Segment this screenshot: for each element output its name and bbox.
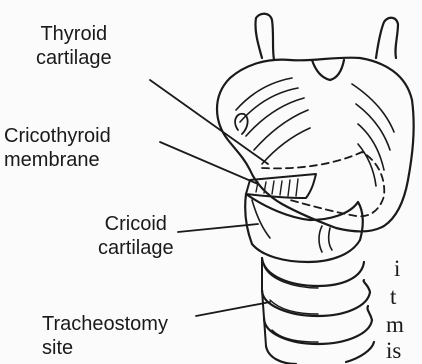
thyroid-cartilage-label: Thyroid cartilage <box>36 22 112 70</box>
left-superior-horn <box>255 14 274 60</box>
cricoid-label-line-1: Cricoid <box>98 212 174 236</box>
page-text-fragment-3: m <box>386 312 404 338</box>
cricoid-leader-line <box>178 224 258 232</box>
cricoid-cartilage-label: Cricoid cartilage <box>98 212 174 260</box>
cricothyroid-label-line-2: membrane <box>4 148 111 172</box>
tracheostomy-label-line-1: Tracheostomy <box>42 312 168 336</box>
tracheal-ring-3 <box>264 306 372 344</box>
cricoid-label-line-2: cartilage <box>98 236 174 260</box>
cricothyroid-membrane-label: Cricothyroid membrane <box>4 124 111 172</box>
tracheostomy-label-line-2: site <box>42 336 168 360</box>
cricothyroid-label-line-1: Cricothyroid <box>4 124 111 148</box>
tracheal-ring-4 <box>266 342 374 364</box>
tracheostomy-leader-line <box>196 302 270 316</box>
page-text-fragment-4: is <box>386 338 401 364</box>
tracheostomy-site-label: Tracheostomy site <box>42 312 168 360</box>
thyroid-label-line-1: Thyroid <box>36 22 112 46</box>
thyroid-notch <box>312 60 344 80</box>
page-text-fragment-2: t <box>390 284 396 310</box>
hidden-cricoid-outline <box>262 152 384 216</box>
thyroid-leader-line <box>150 80 268 164</box>
thyroid-label-line-2: cartilage <box>36 46 112 70</box>
cricothyroid-leader-line <box>160 142 258 184</box>
page-text-fragment-1: i <box>394 256 400 282</box>
thyroid-cartilage-outline <box>217 58 414 232</box>
right-superior-horn <box>376 18 398 58</box>
